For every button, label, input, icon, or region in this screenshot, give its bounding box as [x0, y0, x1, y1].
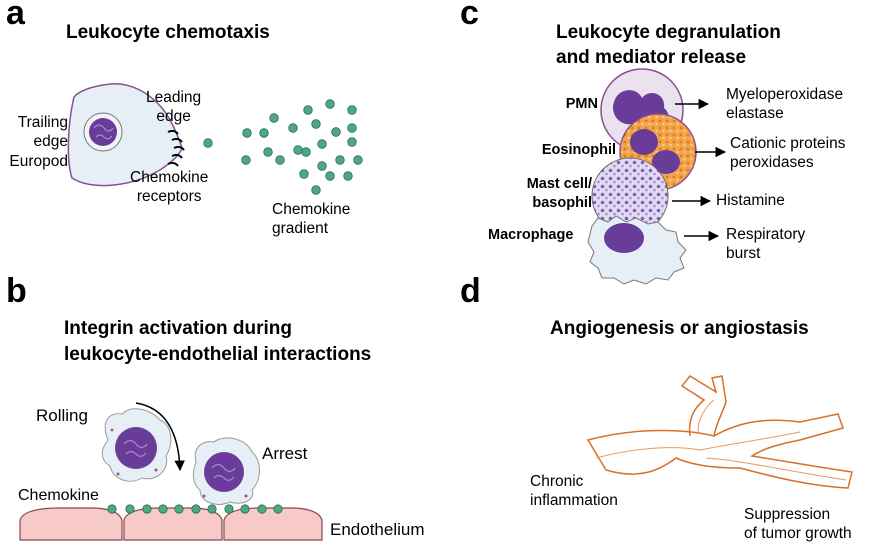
chemokine-dot [303, 105, 313, 115]
chemokine-dot [174, 504, 184, 514]
chemokine-receptors-label: Chemokine receptors [130, 169, 209, 206]
cell-name-macrophage: Macrophage [488, 227, 574, 243]
branching-vessel [586, 375, 853, 489]
chemokine-dot [269, 113, 279, 123]
panel-a-letter: a [6, 0, 25, 32]
chemokine-dot [263, 147, 273, 157]
chemokine-dot [347, 137, 357, 147]
chemokine-dot [275, 155, 285, 165]
chemokine-label: Chemokine [18, 487, 99, 504]
chemokine-dot [191, 504, 201, 514]
chemokine-dot [273, 504, 283, 514]
rolling-leukocyte [101, 408, 172, 482]
panel-b-letter: b [6, 272, 27, 310]
chemokine-dot [301, 147, 311, 157]
chemokine-dot [224, 504, 234, 514]
chemokine-dot [259, 128, 269, 138]
leading-edge-label: Leading edge [146, 89, 202, 126]
chemokine-dot [299, 169, 309, 179]
panel-c-letter: c [460, 0, 479, 32]
chemokine-dot [241, 155, 251, 165]
chemokine-dot [125, 504, 135, 514]
chemokine-dot [317, 139, 327, 149]
endothelium [19, 507, 323, 541]
chemokine-dot [311, 119, 321, 129]
panel-b-title: Integrin activation during leukocyte-end… [64, 318, 372, 365]
panel-a-title: Leukocyte chemotaxis [66, 22, 270, 43]
endothelial-chemokines [107, 504, 283, 514]
cell-name-pmn: PMN [565, 96, 598, 112]
rolling-arrow [135, 402, 185, 472]
chemokine-gradient [203, 99, 363, 195]
chemokine-dot [325, 171, 335, 181]
chemokine-dot [353, 155, 363, 165]
rolling-label: Rolling [36, 406, 88, 425]
chronic-inflammation-label: Chronic inflammation [530, 473, 618, 509]
chemokine-dot [207, 504, 217, 514]
migrating-leukocyte [67, 83, 183, 187]
suppression-label: Suppression of tumor growth [744, 506, 852, 542]
macrophage-cell [587, 215, 687, 285]
arrested-leukocyte [192, 437, 260, 505]
chemokine-dot [331, 127, 341, 137]
chemokine-dot [288, 123, 298, 133]
product-pmn: Myeloperoxidase elastase [726, 86, 844, 122]
chemokine-dot [325, 99, 335, 109]
chemokine-dot [107, 504, 117, 514]
cell-name-mast-cell: Mast cell/ basophil [526, 176, 592, 211]
chemokine-dot [203, 138, 213, 148]
chemokine-dot [347, 123, 357, 133]
product-eosinophil: Cationic proteins peroxidases [730, 135, 846, 171]
chemokine-dot [293, 145, 303, 155]
chemokine-dot [158, 504, 168, 514]
trailing-edge-label: Trailing edge Europod [9, 114, 68, 170]
chemokine-dot [343, 171, 353, 181]
product-macrophage: Respiratory burst [726, 226, 806, 262]
chemokine-dot [317, 161, 327, 171]
chemokine-dot [257, 504, 267, 514]
chemokine-dot [240, 504, 250, 514]
chemokine-dot [311, 185, 321, 195]
arrest-label: Arrest [262, 444, 308, 463]
panel-d-letter: d [460, 272, 481, 310]
panel-c-title: Leukocyte degranulation and mediator rel… [556, 22, 781, 68]
panel-d-title: Angiogenesis or angiostasis [550, 318, 809, 339]
chemokine-dot [335, 155, 345, 165]
chemokine-receptors [167, 129, 185, 167]
cell-name-eosinophil: Eosinophil [541, 142, 616, 158]
chemokine-dot [242, 128, 252, 138]
chemokine-dot [142, 504, 152, 514]
chemokine-dot [347, 105, 357, 115]
chemokine-gradient-label: Chemokine gradient [272, 201, 351, 238]
endothelium-label: Endothelium [330, 520, 425, 539]
product-mast-cell: Histamine [716, 192, 785, 209]
